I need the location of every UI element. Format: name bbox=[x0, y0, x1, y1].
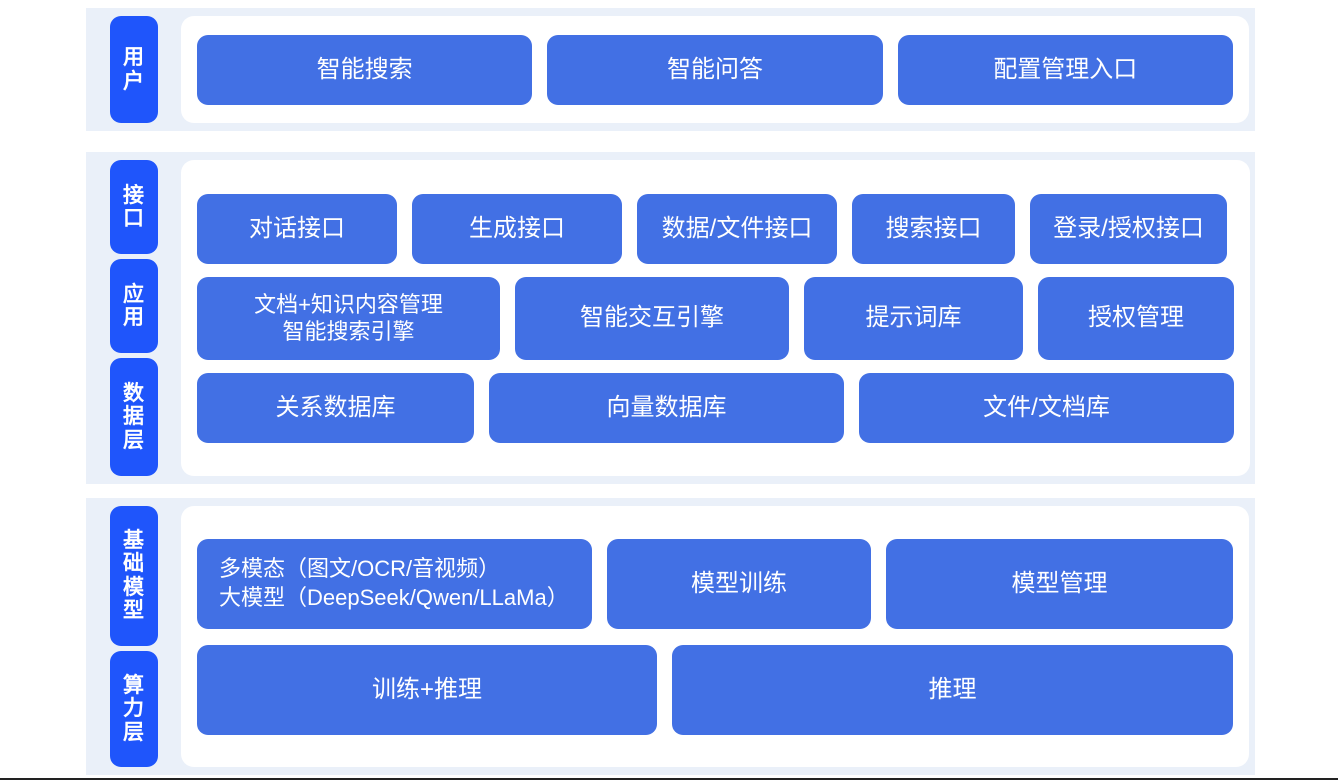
box-authorization-management[interactable]: 授权管理 bbox=[1038, 276, 1234, 360]
layer-tab-interface[interactable]: 接口 bbox=[109, 160, 158, 255]
section-middle: 接口 应用 数据层 对话接口 生成接口 数据/文件接口 搜索接口 登录/授权接口… bbox=[86, 152, 1255, 484]
layer-tab-application[interactable]: 应用 bbox=[109, 259, 158, 354]
row-foundation-model: 多模态（图文/OCR/音视频） 大模型（DeepSeek/Qwen/LLaMa）… bbox=[197, 538, 1233, 629]
box-config-management-entry[interactable]: 配置管理入口 bbox=[897, 34, 1233, 105]
layer-tab-user[interactable]: 用户 bbox=[109, 16, 158, 123]
box-inference[interactable]: 推理 bbox=[672, 644, 1233, 735]
box-prompt-library[interactable]: 提示词库 bbox=[804, 276, 1023, 360]
box-document-knowledge-management[interactable]: 文档+知识内容管理 智能搜索引擎 bbox=[197, 276, 500, 360]
box-model-management[interactable]: 模型管理 bbox=[886, 538, 1233, 629]
box-intelligent-interaction-engine[interactable]: 智能交互引擎 bbox=[515, 276, 789, 360]
row-application: 文档+知识内容管理 智能搜索引擎 智能交互引擎 提示词库 授权管理 bbox=[197, 276, 1234, 360]
layer-tab-data[interactable]: 数据层 bbox=[109, 358, 158, 476]
layer-tab-foundation-model[interactable]: 基础模型 bbox=[109, 506, 158, 646]
panel-middle: 对话接口 生成接口 数据/文件接口 搜索接口 登录/授权接口 文档+知识内容管理… bbox=[181, 160, 1250, 476]
box-file-document-store[interactable]: 文件/文档库 bbox=[859, 372, 1234, 443]
box-generation-api[interactable]: 生成接口 bbox=[412, 193, 622, 264]
label-strip-bottom: 基础模型 算力层 bbox=[86, 498, 181, 775]
box-intelligent-search[interactable]: 智能搜索 bbox=[197, 34, 533, 105]
box-vector-database[interactable]: 向量数据库 bbox=[489, 372, 844, 443]
section-bottom: 基础模型 算力层 多模态（图文/OCR/音视频） 大模型（DeepSeek/Qw… bbox=[86, 498, 1255, 775]
label-strip-middle: 接口 应用 数据层 bbox=[86, 152, 181, 484]
panel-user: 智能搜索 智能问答 配置管理入口 bbox=[181, 16, 1249, 123]
box-relational-database[interactable]: 关系数据库 bbox=[197, 372, 474, 443]
label-strip-user: 用户 bbox=[86, 8, 181, 131]
row-user-entries: 智能搜索 智能问答 配置管理入口 bbox=[197, 34, 1233, 105]
panel-bottom: 多模态（图文/OCR/音视频） 大模型（DeepSeek/Qwen/LLaMa）… bbox=[181, 506, 1249, 767]
bottom-divider bbox=[0, 778, 1338, 780]
box-search-api[interactable]: 搜索接口 bbox=[852, 193, 1015, 264]
box-model-training[interactable]: 模型训练 bbox=[607, 538, 871, 629]
box-multimodal-large-model[interactable]: 多模态（图文/OCR/音视频） 大模型（DeepSeek/Qwen/LLaMa） bbox=[197, 538, 592, 629]
box-data-file-api[interactable]: 数据/文件接口 bbox=[637, 193, 837, 264]
box-login-auth-api[interactable]: 登录/授权接口 bbox=[1030, 193, 1227, 264]
row-compute: 训练+推理 推理 bbox=[197, 644, 1233, 735]
box-intelligent-qa[interactable]: 智能问答 bbox=[547, 34, 883, 105]
layer-tab-compute[interactable]: 算力层 bbox=[109, 650, 158, 768]
row-data: 关系数据库 向量数据库 文件/文档库 bbox=[197, 372, 1234, 443]
section-user: 用户 智能搜索 智能问答 配置管理入口 bbox=[86, 8, 1255, 131]
box-training-plus-inference[interactable]: 训练+推理 bbox=[197, 644, 657, 735]
box-dialog-api[interactable]: 对话接口 bbox=[197, 193, 397, 264]
row-interface: 对话接口 生成接口 数据/文件接口 搜索接口 登录/授权接口 bbox=[197, 193, 1234, 264]
